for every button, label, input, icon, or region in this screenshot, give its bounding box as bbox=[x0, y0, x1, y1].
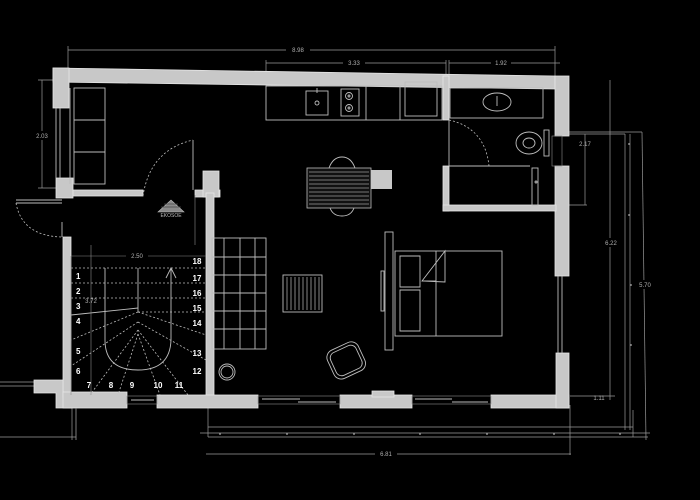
toilet-icon bbox=[515, 131, 543, 155]
step-number: 11 bbox=[175, 381, 184, 390]
sink-icon bbox=[305, 90, 329, 116]
step-number: 4 bbox=[76, 317, 81, 326]
side-table bbox=[218, 363, 236, 381]
step-number: 16 bbox=[193, 289, 202, 298]
bed bbox=[380, 231, 503, 351]
dim-left-window: 2.03 bbox=[36, 134, 48, 140]
step-number: 17 bbox=[193, 274, 202, 283]
step-number: 10 bbox=[154, 381, 163, 390]
step-number: 13 bbox=[193, 349, 202, 358]
step-number: 9 bbox=[130, 381, 135, 390]
staircase: 2.50 3.72 1 2 3 4 5 6 7 8 9 10 11 12 13 … bbox=[70, 195, 207, 396]
step-number: 3 bbox=[76, 302, 81, 311]
windows bbox=[55, 108, 563, 405]
fridge-icon bbox=[404, 81, 438, 117]
step-number: 2 bbox=[76, 287, 81, 296]
dim-bottom-total: 6.81 bbox=[380, 452, 392, 458]
walls bbox=[33, 67, 570, 409]
dim-stair-length: 3.72 bbox=[85, 299, 97, 305]
dim-top-total: 8.98 bbox=[292, 48, 304, 54]
dining-table bbox=[306, 156, 392, 217]
dim-right-inner: 6.22 bbox=[605, 241, 617, 247]
step-number: 5 bbox=[76, 347, 81, 356]
dim-top-bath: 1.92 bbox=[495, 61, 507, 67]
dim-right-bath: 2.17 bbox=[579, 142, 591, 148]
dim-top-kitchen: 3.33 bbox=[348, 61, 360, 67]
wardrobe bbox=[69, 87, 106, 185]
step-number: 8 bbox=[109, 381, 114, 390]
kitchen bbox=[265, 81, 443, 121]
dim-bottom-small: 1.11 bbox=[593, 396, 605, 402]
washbasin-icon bbox=[482, 92, 512, 112]
north-label: EKOSOE bbox=[160, 213, 182, 219]
step-number: 14 bbox=[193, 319, 202, 328]
bathroom bbox=[449, 87, 550, 206]
step-number: 18 bbox=[193, 257, 202, 266]
dim-stair-width: 2.50 bbox=[131, 254, 143, 260]
sofa bbox=[211, 237, 267, 350]
hob-icon bbox=[340, 88, 360, 117]
step-number: 12 bbox=[193, 367, 202, 376]
dimension-lines: 8.98 3.33 1.92 2.03 2.17 6.22 5.70 bbox=[0, 45, 655, 458]
step-number: 15 bbox=[193, 304, 202, 313]
coffee-table bbox=[282, 274, 323, 313]
step-number: 1 bbox=[76, 272, 81, 281]
north-marker: EKOSOE bbox=[157, 199, 185, 219]
armchair bbox=[326, 341, 366, 380]
dim-right-outer: 5.70 bbox=[639, 283, 651, 289]
step-number: 6 bbox=[76, 367, 81, 376]
doors bbox=[15, 119, 563, 238]
step-number: 7 bbox=[87, 381, 92, 390]
